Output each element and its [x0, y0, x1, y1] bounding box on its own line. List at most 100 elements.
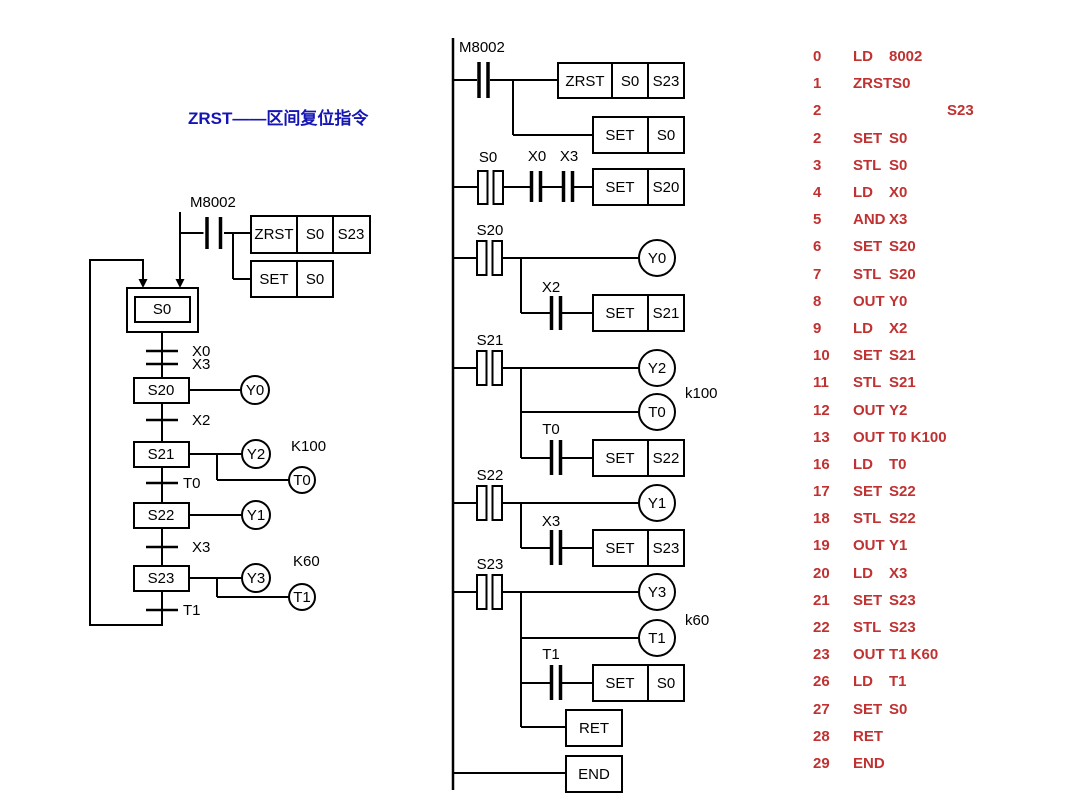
ladder-stl-s23-label: S23 [477, 556, 504, 573]
ladder-zrst-to: S23 [653, 73, 680, 90]
ladder-k100-label: k100 [685, 385, 718, 402]
ladder-rung-6: S23 Y3 T1 k60 T1 SET S0 RET [453, 556, 709, 747]
ladder-rung-3: S20 Y0 X2 SET S21 [453, 222, 685, 332]
ladder-rung-4: S21 Y2 T0 k100 T0 SET S22 [453, 332, 718, 477]
instruction-address: 2 [813, 129, 822, 147]
instruction-operand: S21 [889, 374, 916, 392]
instruction-operand: 8002 [889, 48, 923, 66]
ladder-end-rung: END [453, 755, 623, 793]
ladder-coil-y1: Y1 [648, 495, 666, 512]
sfc-set-arg: S0 [306, 271, 324, 288]
instruction-operand: X2 [889, 319, 908, 337]
instruction-address: 19 [813, 537, 830, 555]
instruction-operand: S23 [947, 102, 974, 120]
sfc-output-t1: T1 [293, 589, 311, 606]
instruction-opcode: LD [853, 319, 873, 337]
stl-contact-icon [476, 485, 488, 521]
ladder-rung-5: S22 Y1 X3 SET S23 [453, 467, 685, 567]
instruction-opcode: LD [853, 48, 873, 66]
sfc-timer-k100: K100 [291, 438, 326, 455]
ladder-x3-label: X3 [560, 148, 578, 165]
sfc-output-y3: Y3 [247, 570, 265, 587]
sfc-step-s22-label: S22 [148, 507, 175, 524]
sfc-timer-k60: K60 [293, 553, 320, 570]
ladder-set23-arg: S23 [653, 540, 680, 557]
ladder-set23-op: SET [605, 540, 634, 557]
ladder-set20-op: SET [605, 179, 634, 196]
ladder-t0-contact-label: T0 [542, 421, 560, 438]
ladder-coil-t0: T0 [648, 404, 666, 421]
sfc-output-y1: Y1 [247, 507, 265, 524]
instruction-address: 6 [813, 238, 822, 256]
ladder-x2-label: X2 [542, 279, 560, 296]
ladder-set20-arg: S20 [653, 179, 680, 196]
sfc-zrst-box: ZRST S0 S23 [250, 215, 371, 254]
ladder-stl-s0-label: S0 [479, 149, 497, 166]
instruction-operand: S0 [889, 129, 908, 147]
instruction-row: 11 STL S21 [813, 369, 1013, 396]
sfc-step-s23-label: S23 [148, 570, 175, 587]
instruction-address: 20 [813, 564, 830, 582]
instruction-address: 3 [813, 156, 822, 174]
instruction-opcode: OUT [853, 401, 885, 419]
ladder-coil-y0: Y0 [648, 250, 666, 267]
sfc-step-s0-label: S0 [153, 301, 171, 318]
instruction-address: 28 [813, 727, 830, 745]
instruction-address: 2 [813, 102, 822, 120]
stl-contact-icon [476, 574, 488, 610]
instruction-operand: S23 [889, 591, 916, 609]
instruction-address: 26 [813, 673, 830, 691]
instruction-address: 21 [813, 591, 830, 609]
instruction-operand: Y1 [889, 537, 908, 555]
instruction-operand: X3 [889, 211, 908, 229]
stl-contact-icon [477, 170, 489, 205]
instruction-address: 11 [813, 374, 829, 392]
instruction-operand: Y0 [889, 292, 908, 310]
ladder-coil-t1: T1 [648, 630, 666, 647]
ladder-set0-op: SET [605, 127, 634, 144]
instruction-operand: S20 [889, 265, 916, 283]
instruction-opcode: SET [853, 238, 883, 256]
instruction-address: 16 [813, 455, 830, 473]
instruction-address: 1 [813, 75, 822, 93]
ladder-set22-arg: S22 [653, 450, 680, 467]
sfc-transition-x0: X0 [192, 343, 210, 360]
sfc-step-s22: S22 Y1 [133, 500, 271, 530]
instruction-operand: S0 [889, 156, 908, 174]
instruction-opcode: SET [853, 591, 883, 609]
ladder-trigger-label: M8002 [459, 39, 505, 56]
instruction-operand: T0 K100 [889, 428, 947, 446]
ladder-coil-y2: Y2 [648, 360, 666, 377]
instruction-opcode: STL [853, 374, 882, 392]
ladder-coil-y3: Y3 [648, 584, 666, 601]
instruction-opcode: LD [853, 184, 873, 202]
sfc-transition-x3b: X3 [192, 539, 210, 556]
instruction-opcode: STL [853, 265, 882, 283]
instruction-address: 7 [813, 265, 822, 283]
instruction-opcode: SET [853, 347, 883, 365]
ladder-set0-arg: S0 [657, 127, 675, 144]
instruction-opcode: OUT [853, 292, 885, 310]
ladder-rung-1: M8002 ZRST S0 S23 SET S0 [453, 39, 685, 154]
sfc-trigger-branch: M8002 [175, 194, 251, 288]
ladder-zrst-from: S0 [621, 73, 639, 90]
sfc-initial-step: S0 [126, 287, 199, 333]
ladder-ret-label: RET [579, 720, 609, 737]
instruction-opcode: ZRST [853, 75, 893, 93]
instruction-opcode: STL [853, 619, 882, 637]
instruction-operand: S0 [892, 75, 911, 93]
instruction-row: 2 S23 [813, 97, 1013, 124]
